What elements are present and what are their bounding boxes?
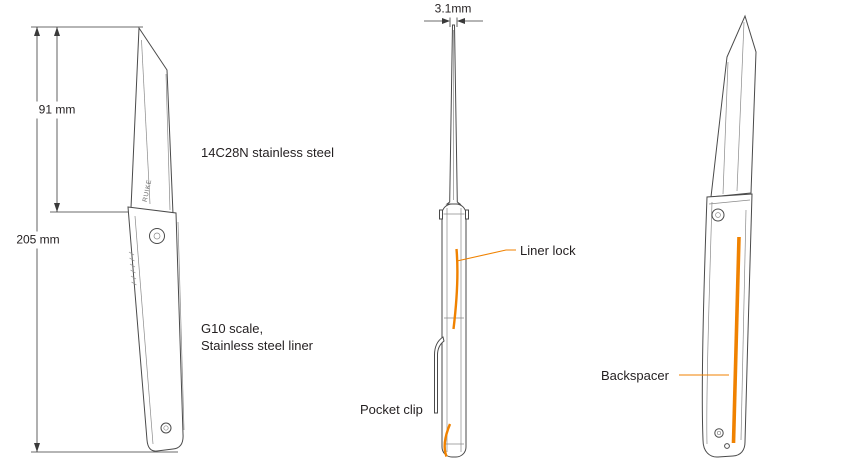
arrowhead	[34, 27, 40, 36]
lanyard-hole-center	[163, 425, 169, 431]
backspacer-end-highlight	[443, 423, 452, 457]
arrowhead	[34, 443, 40, 452]
back-view-knife	[679, 14, 757, 458]
handle-outline	[127, 206, 184, 452]
blade-back-outline	[710, 14, 757, 198]
blade-facet-line	[722, 61, 729, 195]
backspacer-highlight	[731, 236, 741, 444]
pivot-screw	[711, 208, 725, 222]
lanyard-hole	[160, 422, 172, 434]
handle-material-label: G10 scale, Stainless steel liner	[201, 320, 313, 354]
blade-grind-line	[141, 39, 151, 205]
arrowhead	[54, 27, 60, 36]
front-view-knife	[434, 24, 516, 458]
handle-back-outline	[701, 193, 753, 458]
handle-liner-seam	[134, 215, 154, 445]
blade-spine-line	[165, 73, 171, 211]
backspacer-label: Backspacer	[601, 368, 669, 383]
arrowhead	[457, 18, 465, 24]
pocket-clip-label: Pocket clip	[360, 402, 423, 417]
liner-lock-highlight	[452, 248, 459, 330]
liner-lock-leader-line	[456, 249, 516, 262]
handle-right-edge-line	[740, 209, 747, 441]
pivot-screw-head	[439, 209, 443, 220]
pocket-clip	[434, 336, 445, 414]
blade-length-label: 91 mm	[35, 101, 79, 119]
brand-logo: RUIKE	[142, 179, 154, 203]
pivot-screw	[149, 228, 165, 244]
thumb-jimping	[128, 251, 137, 286]
blade-facet-line	[736, 21, 745, 192]
end-screw	[724, 443, 730, 449]
blade-steel-label: 14C28N stainless steel	[201, 145, 334, 160]
handle-left-edge-line	[706, 201, 713, 445]
lanyard-tube-center	[716, 430, 722, 436]
liner-lock-label: Liner lock	[520, 243, 576, 258]
handle-edge-outline	[441, 203, 467, 458]
total-length-label: 205 mm	[13, 231, 63, 249]
blade-thickness-label: 3.1mm	[431, 0, 475, 18]
handle-material-line1: G10 scale,	[201, 321, 264, 336]
handle-back-seam	[177, 221, 185, 431]
front-view-dimension	[424, 14, 483, 27]
arrowhead	[54, 203, 60, 212]
handle-material-line2: Stainless steel liner	[201, 338, 313, 353]
lanyard-tube	[714, 428, 724, 438]
pivot-screw-center	[153, 232, 161, 240]
bolster-seam	[708, 199, 751, 205]
arrowhead	[442, 18, 450, 24]
side-view-knife: RUIKE	[127, 26, 185, 452]
pivot-screw-center	[715, 212, 721, 218]
pivot-screw-head	[465, 209, 469, 220]
